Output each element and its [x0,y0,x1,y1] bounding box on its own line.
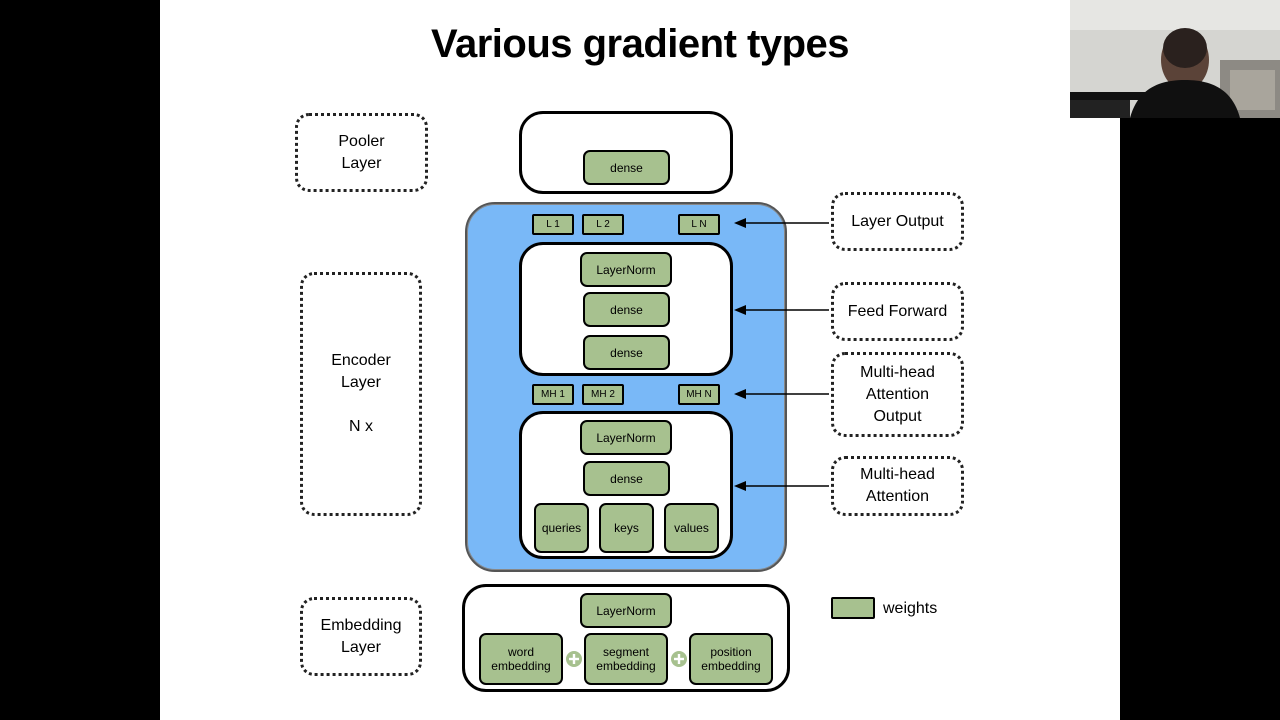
mh-attention-label: Multi-head Attention [831,456,964,516]
segment-embedding-node: segment embedding [584,633,668,685]
position-embedding-node: position embedding [689,633,773,685]
ff-dense-node-1: dense [583,292,670,327]
ff-dense-node-2: dense [583,335,670,370]
legend-label: weights [883,600,938,617]
ff-layernorm-node: LayerNorm [580,252,672,287]
word-embedding-node: word embedding [479,633,563,685]
values-node: values [664,503,719,553]
mh-output-node-2: MH 2 [582,384,624,405]
layer-output-node-l2: L 2 [582,214,624,235]
layer-output-node-l1: L 1 [532,214,574,235]
mh-output-node-n: MH N [678,384,720,405]
feed-forward-label: Feed Forward [831,282,964,341]
pooler-dense-node: dense [583,150,670,185]
pooler-layer-label: Pooler Layer [295,113,428,192]
embedding-layer-label: Embedding Layer [300,597,422,676]
queries-node: queries [534,503,589,553]
layer-output-node-ln: L N [678,214,720,235]
mh-output-node-1: MH 1 [532,384,574,405]
keys-node: keys [599,503,654,553]
layer-output-label: Layer Output [831,192,964,251]
legend-swatch [831,597,875,619]
mh-attention-output-label: Multi-head Attention Output [831,352,964,437]
encoder-layer-label: Encoder Layer N x [300,272,422,516]
plus-circle-icon [671,651,687,667]
plus-circle-icon [566,651,582,667]
attn-dense-node: dense [583,461,670,496]
slide-title: Various gradient types [430,22,850,66]
webcam-frame [1070,0,1280,118]
webcam-video [1070,0,1280,118]
emb-layernorm-node: LayerNorm [580,593,672,628]
attn-layernorm-node: LayerNorm [580,420,672,455]
